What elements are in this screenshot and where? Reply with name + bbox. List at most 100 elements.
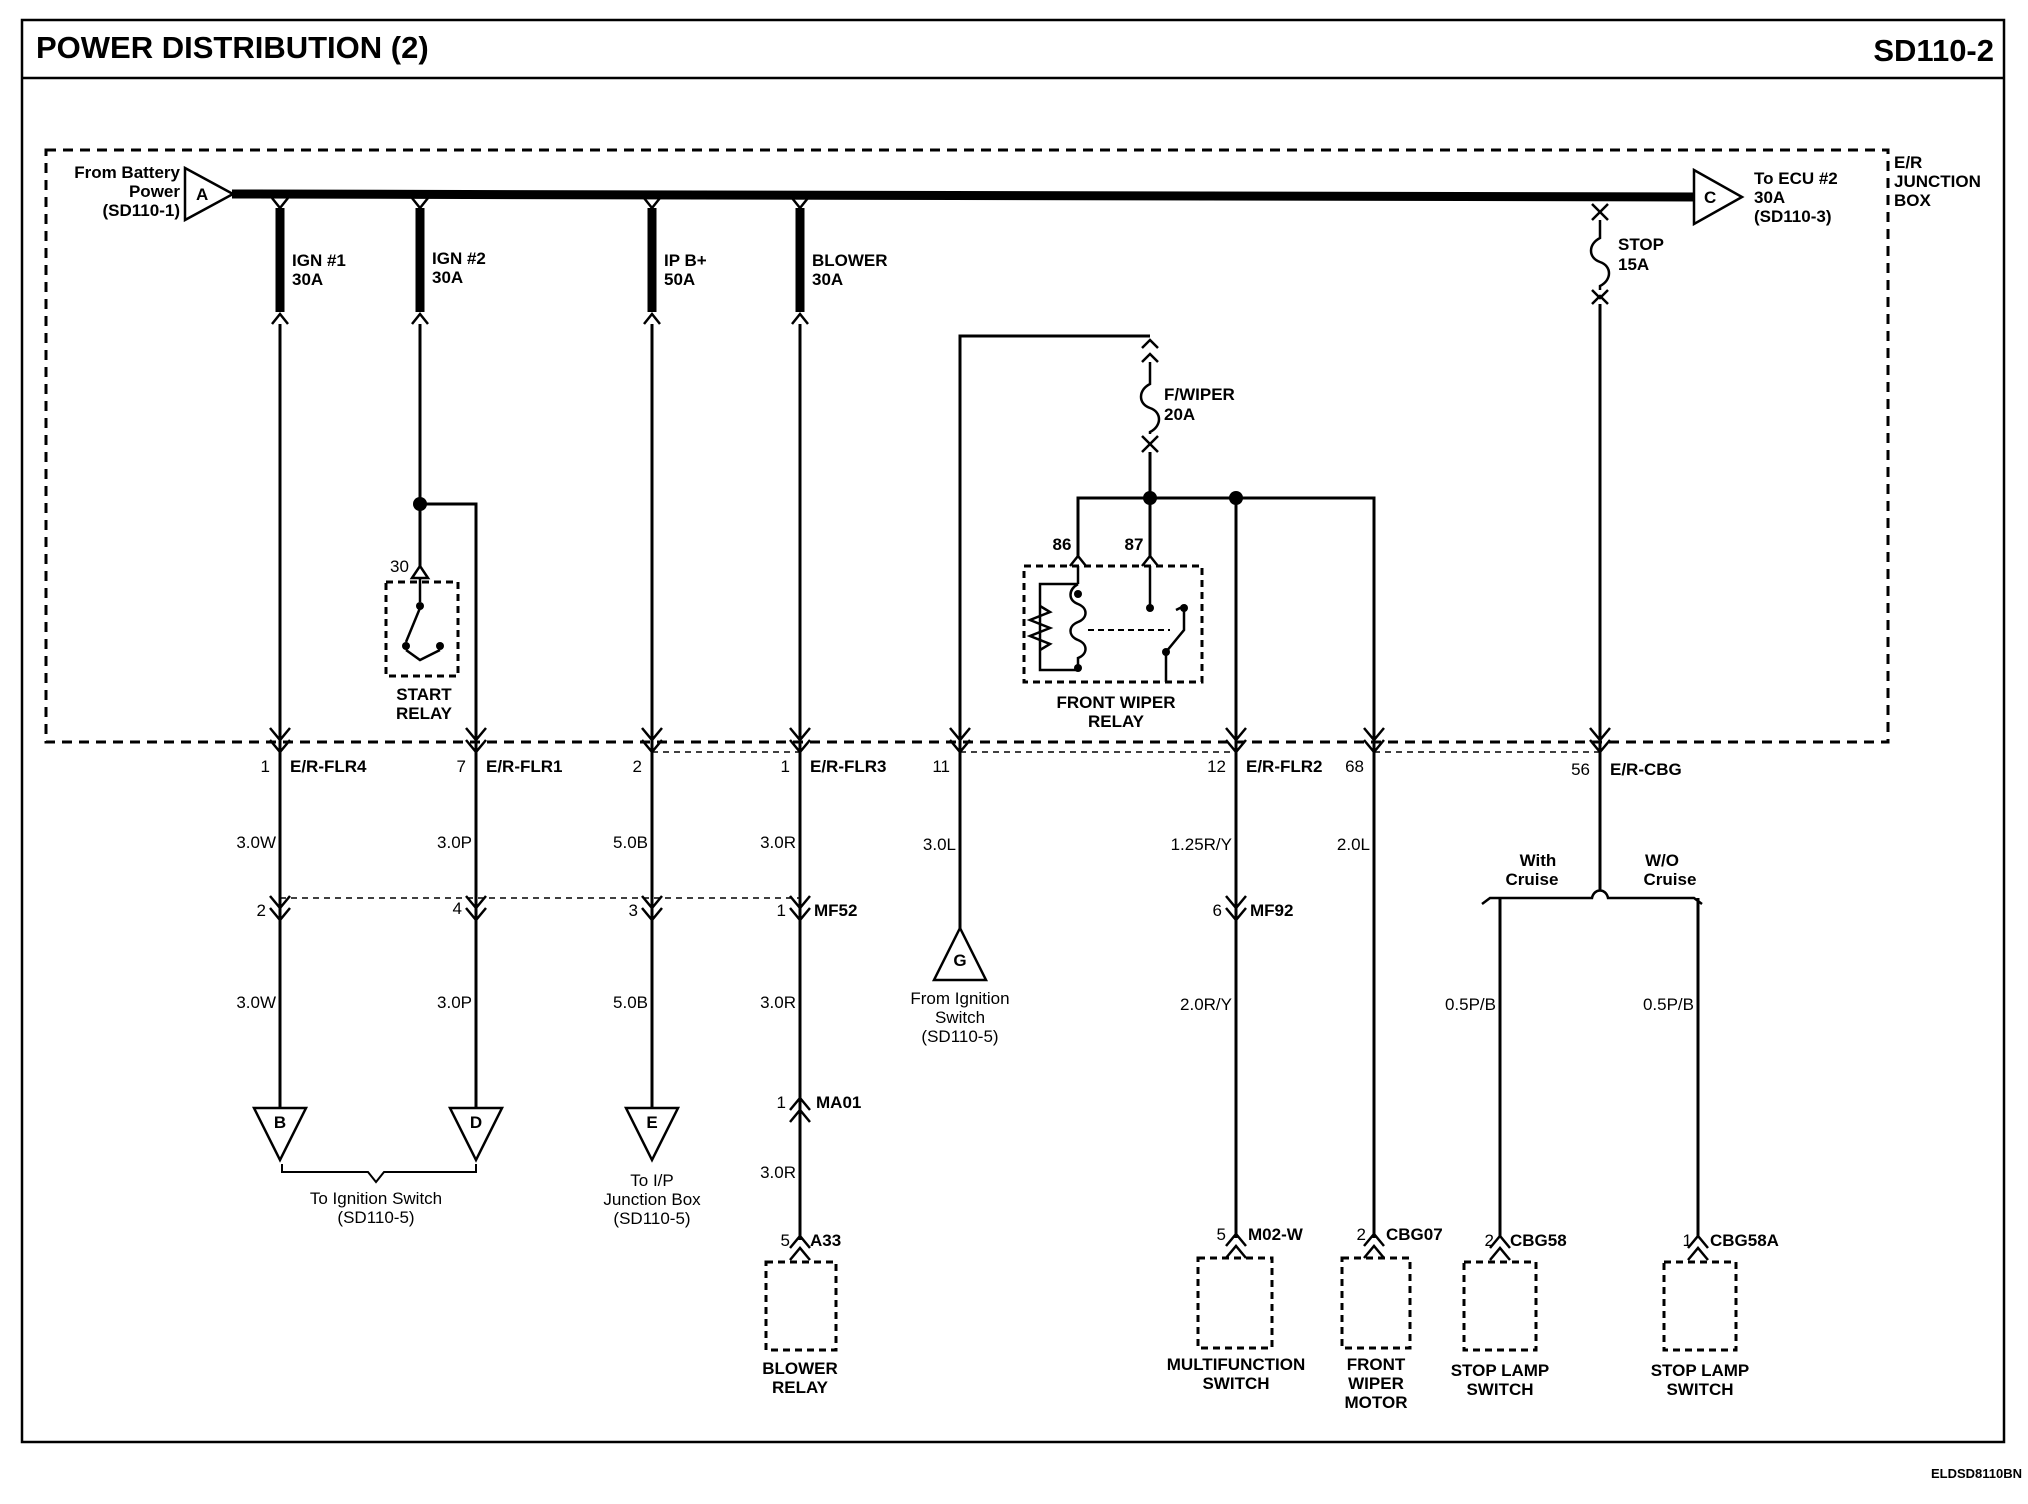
svg-text:0.5P/B: 0.5P/B: [1643, 995, 1694, 1014]
fuse-ign1: IGN #1 30A: [271, 197, 346, 325]
svg-text:START: START: [396, 685, 452, 704]
blower-relay: BLOWER RELAY: [762, 1260, 838, 1397]
svg-text:MULTIFUNCTION: MULTIFUNCTION: [1167, 1355, 1306, 1374]
svg-text:3.0P: 3.0P: [437, 993, 472, 1012]
svg-text:3.0W: 3.0W: [236, 833, 276, 852]
svg-text:(SD110-5): (SD110-5): [613, 1209, 690, 1228]
svg-text:MF52: MF52: [814, 901, 857, 920]
svg-text:STOP: STOP: [1618, 235, 1664, 254]
svg-text:86: 86: [1053, 535, 1072, 554]
connector-cbg07: 2 CBG07: [1357, 1225, 1443, 1259]
svg-text:From Battery: From Battery: [74, 163, 180, 182]
fuse-stop: STOP 15A: [1589, 203, 1664, 305]
svg-text:MF92: MF92: [1250, 901, 1293, 920]
svg-text:SWITCH: SWITCH: [1202, 1374, 1269, 1393]
svg-text:30A: 30A: [292, 270, 323, 289]
svg-text:68: 68: [1345, 757, 1364, 776]
svg-text:6: 6: [1213, 901, 1222, 920]
footer-code: ELDSD8110BN: [1931, 1466, 2022, 1481]
svg-text:JUNCTION: JUNCTION: [1894, 172, 1981, 191]
svg-text:IGN #2: IGN #2: [432, 249, 486, 268]
svg-text:CBG07: CBG07: [1386, 1225, 1443, 1244]
svg-text:12: 12: [1207, 757, 1226, 776]
svg-text:3.0L: 3.0L: [923, 835, 956, 854]
svg-text:WIPER: WIPER: [1348, 1374, 1404, 1393]
svg-text:2: 2: [257, 901, 266, 920]
svg-text:30: 30: [390, 557, 409, 576]
fuse-fwiper: F/WIPER 20A: [1139, 338, 1235, 453]
svg-text:(SD110-5): (SD110-5): [337, 1208, 414, 1227]
svg-text:A: A: [196, 185, 208, 204]
start-relay: 30 START RELAY: [384, 557, 460, 723]
main-bus-bar: [231, 189, 1701, 202]
connector-row-mf-labels: 2 4 3 1 MF52 6 MF92: [257, 899, 1294, 920]
connector-row-mf: [269, 895, 1247, 922]
svg-text:11: 11: [932, 757, 950, 776]
svg-text:D: D: [470, 1113, 482, 1132]
connector-cbg58a: 1 CBG58A: [1683, 1231, 1779, 1261]
junction-box-label: E/R JUNCTION BOX: [1894, 153, 1981, 210]
svg-text:C: C: [1704, 188, 1716, 207]
svg-text:1.25R/Y: 1.25R/Y: [1171, 835, 1232, 854]
svg-text:BLOWER: BLOWER: [812, 251, 888, 270]
wire-start-relay-output: [420, 502, 478, 1108]
svg-text:A33: A33: [810, 1231, 841, 1250]
svg-text:To Ignition Switch: To Ignition Switch: [310, 1189, 442, 1208]
front-wiper-motor: FRONT WIPER MOTOR: [1340, 1256, 1412, 1412]
svg-text:5.0B: 5.0B: [613, 993, 648, 1012]
svg-text:30A: 30A: [1754, 188, 1785, 207]
svg-text:IP B+: IP B+: [664, 251, 707, 270]
ecu-output-connector: C To ECU #2 30A (SD110-3): [1692, 167, 1838, 227]
svg-text:Junction Box: Junction Box: [603, 1190, 701, 1209]
connector-row-er: [269, 727, 1611, 754]
svg-text:2.0L: 2.0L: [1337, 835, 1370, 854]
svg-text:3.0P: 3.0P: [437, 833, 472, 852]
svg-text:M02-W: M02-W: [1248, 1225, 1304, 1244]
svg-text:From Ignition: From Ignition: [910, 989, 1009, 1008]
svg-text:E/R-FLR2: E/R-FLR2: [1246, 757, 1323, 776]
svg-text:3.0R: 3.0R: [760, 993, 796, 1012]
stop-lamp-switch-1: STOP LAMP SWITCH: [1451, 1260, 1549, 1399]
fuse-blower: BLOWER 30A: [791, 197, 888, 325]
terminal-d: D: [447, 1106, 505, 1163]
svg-text:87: 87: [1125, 535, 1144, 554]
terminal-e: E: [623, 1106, 681, 1163]
svg-text:20A: 20A: [1164, 405, 1195, 424]
svg-text:2.0R/Y: 2.0R/Y: [1180, 995, 1232, 1014]
svg-text:2: 2: [1357, 1225, 1366, 1244]
svg-text:To ECU #2: To ECU #2: [1754, 169, 1838, 188]
svg-text:2: 2: [633, 757, 642, 776]
svg-text:30A: 30A: [812, 270, 843, 289]
svg-text:4: 4: [453, 899, 462, 918]
svg-text:5: 5: [1217, 1225, 1226, 1244]
page-code: SD110-2: [1873, 33, 1994, 68]
svg-text:E/R: E/R: [1894, 153, 1922, 172]
fuse-ipb: IP B+ 50A: [643, 197, 707, 325]
connector-cbg58: 2 CBG58: [1485, 1231, 1567, 1261]
svg-text:FRONT: FRONT: [1347, 1355, 1406, 1374]
svg-text:5.0B: 5.0B: [613, 833, 648, 852]
svg-text:CBG58A: CBG58A: [1710, 1231, 1779, 1250]
svg-text:E/R-FLR3: E/R-FLR3: [810, 757, 887, 776]
svg-text:30A: 30A: [432, 268, 463, 287]
svg-text:With: With: [1520, 851, 1557, 870]
wire-size-labels-lower: 3.0W 3.0P 5.0B 3.0R 2.0R/Y 3.0R: [236, 993, 1232, 1182]
svg-text:(SD110-5): (SD110-5): [921, 1027, 998, 1046]
page-title: POWER DISTRIBUTION (2): [36, 30, 429, 65]
svg-text:FRONT WIPER: FRONT WIPER: [1057, 693, 1176, 712]
svg-text:1: 1: [777, 1093, 786, 1112]
svg-text:E/R-FLR4: E/R-FLR4: [290, 757, 367, 776]
svg-text:BOX: BOX: [1894, 191, 1932, 210]
svg-text:E/R-FLR1: E/R-FLR1: [486, 757, 563, 776]
svg-text:0.5P/B: 0.5P/B: [1445, 995, 1496, 1014]
svg-text:G: G: [953, 951, 966, 970]
terminal-b: B: [251, 1106, 309, 1163]
svg-text:E/R-CBG: E/R-CBG: [1610, 760, 1682, 779]
connector-ma01: 1 MA01: [777, 1093, 861, 1123]
connector-a33: 5 A33: [781, 1231, 841, 1261]
svg-text:(SD110-1): (SD110-1): [103, 201, 180, 220]
svg-text:Power: Power: [129, 182, 180, 201]
wire-wiper-bus: [1076, 496, 1376, 740]
connector-m02: 5 M02-W: [1217, 1225, 1304, 1259]
terminal-g: G From Ignition Switch (SD110-5): [910, 925, 1010, 1046]
